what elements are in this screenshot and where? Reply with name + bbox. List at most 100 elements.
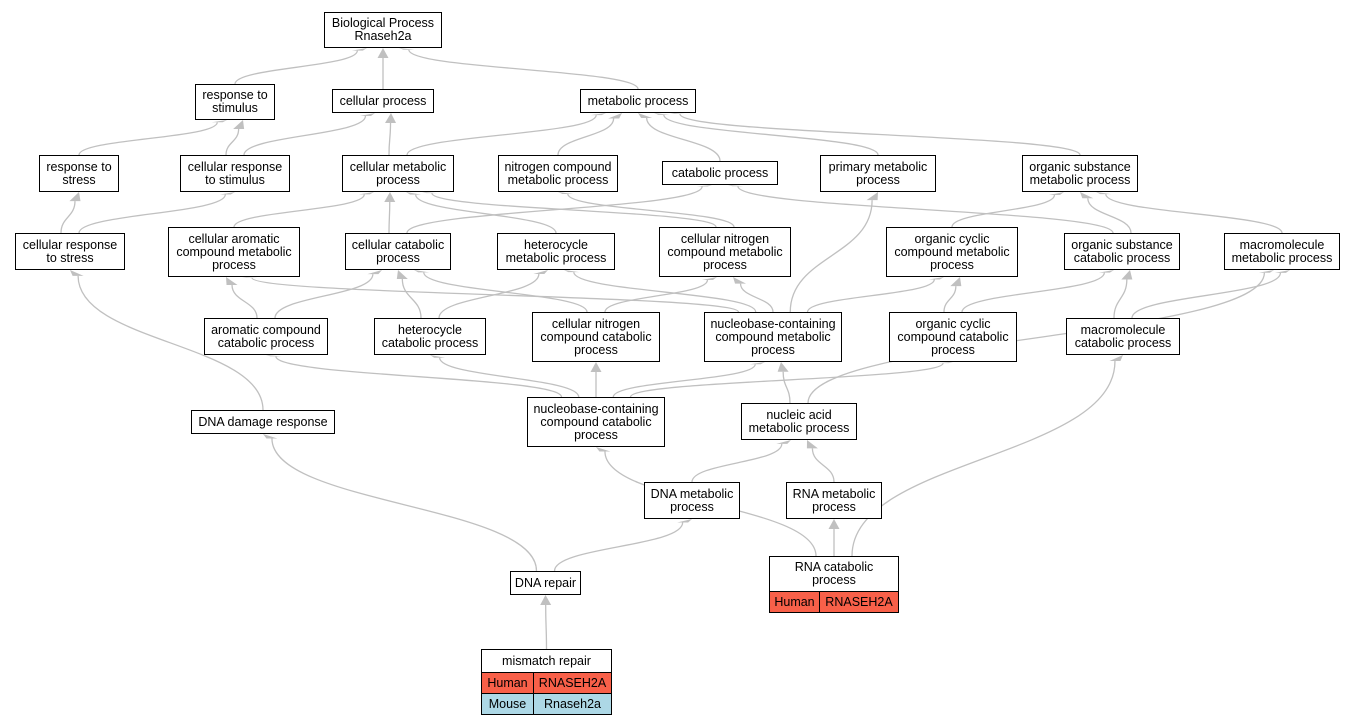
node-title: mismatch repair — [482, 650, 611, 672]
node-cellular-response-to-stress[interactable]: cellular response to stress — [15, 233, 125, 270]
node-label: macromolecule metabolic process — [1231, 237, 1333, 265]
node-nucleobase-containing-compound-catabolic-process[interactable]: nucleobase-containing compound catabolic… — [527, 397, 665, 447]
node-label: nucleobase-containing compound metabolic… — [710, 316, 836, 357]
node-label: RNA metabolic process — [792, 486, 876, 514]
node-label: aromatic compound catabolic process — [211, 322, 321, 350]
edge-cellular_response_to_stress-to-cellular_response_to_stimulus — [78, 194, 226, 234]
edge-dna_metabolic_process-to-nucleic_acid_metabolic_process — [691, 443, 783, 483]
arrowhead-cellular_response_to_stimulus-to-response_to_stimulus — [233, 120, 245, 129]
edge-nucleobase_containing_compound_catabolic_process-to-nucleobase_containing_compound_metabolic_process — [612, 363, 756, 398]
node-mismatch-repair[interactable]: mismatch repair Human RNASEH2A Mouse Rna… — [481, 649, 612, 715]
node-nucleic-acid-metabolic-process[interactable]: nucleic acid metabolic process — [741, 403, 857, 440]
arrowhead-organic_cyclic_compound_metabolic_process-to-organic_substance_metabolic_process — [1048, 192, 1064, 195]
edge-organic_substance_catabolic_process-to-organic_substance_metabolic_process — [1087, 198, 1132, 234]
node-macromolecule-metabolic-process[interactable]: macromolecule metabolic process — [1224, 233, 1340, 270]
node-label: cellular metabolic process — [349, 159, 447, 187]
node-response-to-stimulus[interactable]: response to stimulus — [195, 84, 275, 120]
node-label: cellular nitrogen compound catabolic pro… — [540, 316, 652, 357]
edge-cellular_response_to_stimulus-to-response_to_stimulus — [225, 128, 240, 156]
node-label: catabolic process — [671, 165, 769, 180]
node-primary-metabolic-process[interactable]: primary metabolic process — [820, 155, 936, 192]
arrowhead-heterocycle_catabolic_process-to-cellular_catabolic_process — [396, 270, 408, 280]
edge-nucleobase_containing_compound_metabolic_process-to-organic_cyclic_compound_metabolic_process — [806, 279, 935, 313]
edge-nucleobase_containing_compound_catabolic_process-to-aromatic_compound_catabolic_process — [275, 356, 563, 398]
node-label: heterocycle metabolic process — [505, 237, 607, 265]
node-cellular-aromatic-compound-metabolic-process[interactable]: cellular aromatic compound metabolic pro… — [168, 227, 300, 277]
node-macromolecule-catabolic-process[interactable]: macromolecule catabolic process — [1066, 318, 1180, 355]
node-biological-process-root[interactable]: Biological Process Rnaseh2a — [324, 12, 442, 48]
node-label: RNA catabolic process — [794, 560, 874, 587]
node-label: cellular aromatic compound metabolic pro… — [176, 231, 292, 272]
arrowhead-nucleobase_containing_compound_catabolic_process-to-cellular_nitrogen_compound_catabolic_process — [590, 362, 602, 372]
node-label: cellular catabolic process — [351, 237, 445, 265]
edge-nucleobase_containing_compound_metabolic_process-to-cellular_aromatic_compound_metabolic_process — [251, 277, 740, 313]
edge-rna_catabolic_process-to-macromolecule_catabolic_process — [851, 360, 1116, 557]
node-cellular-nitrogen-compound-metabolic-process[interactable]: cellular nitrogen compound metabolic pro… — [659, 227, 791, 277]
node-cellular-response-to-stimulus[interactable]: cellular response to stimulus — [180, 155, 290, 192]
edge-primary_metabolic_process-to-metabolic_process — [663, 114, 879, 156]
node-nitrogen-compound-metabolic-process[interactable]: nitrogen compound metabolic process — [498, 155, 618, 192]
node-cellular-catabolic-process[interactable]: cellular catabolic process — [345, 233, 451, 270]
edge-nucleic_acid_metabolic_process-to-macromolecule_metabolic_process — [807, 272, 1266, 404]
edge-cellular_metabolic_process-to-cellular_process — [388, 122, 392, 156]
node-metabolic-process[interactable]: metabolic process — [580, 89, 696, 113]
edge-response_to_stress-to-response_to_stimulus — [78, 122, 218, 156]
edge-heterocycle_metabolic_process-to-cellular_metabolic_process — [414, 194, 557, 234]
node-label: response to stimulus — [202, 88, 268, 115]
edge-nucleobase_containing_compound_metabolic_process-to-cellular_nitrogen_compound_metabolic_process — [739, 283, 774, 313]
arrowhead-cellular_metabolic_process-to-metabolic_process — [590, 113, 606, 116]
edge-nucleic_acid_metabolic_process-to-nucleobase_containing_compound_metabolic_process — [782, 371, 791, 404]
node-cellular-process[interactable]: cellular process — [332, 89, 434, 113]
arrowhead-macromolecule_catabolic_process-to-macromolecule_metabolic_process — [1274, 270, 1290, 273]
node-organic-cyclic-compound-catabolic-process[interactable]: organic cyclic compound catabolic proces… — [889, 312, 1017, 362]
edge-organic_substance_catabolic_process-to-catabolic_process — [737, 185, 1114, 234]
node-cellular-nitrogen-compound-catabolic-process[interactable]: cellular nitrogen compound catabolic pro… — [532, 312, 660, 362]
node-organic-cyclic-compound-metabolic-process[interactable]: organic cyclic compound metabolic proces… — [886, 227, 1018, 277]
node-heterocycle-catabolic-process[interactable]: heterocycle catabolic process — [374, 318, 486, 355]
node-rna-catabolic-process[interactable]: RNA catabolic process Human RNASEH2A — [769, 556, 899, 613]
edge-rna_metabolic_process-to-nucleic_acid_metabolic_process — [811, 448, 835, 483]
edge-cellular_nitrogen_compound_catabolic_process-to-cellular_nitrogen_compound_metabolic_process — [604, 279, 709, 313]
arrowhead-nucleic_acid_metabolic_process-to-macromolecule_metabolic_process — [1258, 270, 1274, 273]
arrowhead-nucleobase_containing_compound_metabolic_process-to-primary_metabolic_process — [866, 192, 878, 201]
node-organic-substance-catabolic-process[interactable]: organic substance catabolic process — [1064, 233, 1180, 270]
node-label: cellular nitrogen compound metabolic pro… — [667, 231, 783, 272]
arrowhead-cellular_aromatic_compound_metabolic_process-to-cellular_metabolic_process — [358, 192, 374, 195]
node-organic-substance-metabolic-process[interactable]: organic substance metabolic process — [1022, 155, 1138, 192]
edge-cellular_catabolic_process-to-catabolic_process — [406, 186, 703, 234]
node-dna-metabolic-process[interactable]: DNA metabolic process — [644, 482, 740, 519]
edge-dna_repair-to-dna_metabolic_process — [553, 522, 684, 572]
edge-organic_cyclic_compound_catabolic_process-to-organic_cyclic_compound_metabolic_process — [943, 286, 957, 313]
node-label: response to stress — [46, 159, 112, 187]
arrowhead-cellular_nitrogen_compound_catabolic_process-to-cellular_nitrogen_compound_metabolic_process — [701, 277, 717, 280]
arrowhead-dna_repair-to-dna_damage_response — [263, 434, 278, 439]
gene-label: RNASEH2A — [533, 673, 611, 693]
edge-nitrogen_compound_metabolic_process-to-metabolic_process — [557, 118, 615, 156]
edge-aromatic_compound_catabolic_process-to-cellular_aromatic_compound_metabolic_process — [231, 284, 258, 319]
node-aromatic-compound-catabolic-process[interactable]: aromatic compound catabolic process — [204, 318, 328, 355]
edge-cellular_nitrogen_compound_metabolic_process-to-cellular_metabolic_process — [431, 192, 717, 228]
arrowhead-nucleobase_containing_compound_catabolic_process-to-aromatic_compound_catabolic_process — [266, 355, 282, 357]
edge-macromolecule_catabolic_process-to-organic_substance_catabolic_process — [1113, 279, 1128, 319]
arrowhead-cellular_nitrogen_compound_metabolic_process-to-nitrogen_compound_metabolic_process — [558, 192, 574, 194]
arrowhead-nucleobase_containing_compound_catabolic_process-to-organic_cyclic_compound_catabolic_process — [937, 362, 953, 364]
node-response-to-stress[interactable]: response to stress — [39, 155, 119, 192]
arrowhead-rna_catabolic_process-to-nucleobase_containing_compound_catabolic_process — [596, 447, 611, 452]
gene-label: RNASEH2A — [819, 592, 898, 612]
node-catabolic-process[interactable]: catabolic process — [662, 161, 778, 185]
arrowhead-cellular_metabolic_process-to-cellular_process — [385, 113, 397, 123]
node-cellular-metabolic-process[interactable]: cellular metabolic process — [342, 155, 454, 192]
arrowhead-dna_damage_response-to-cellular_response_to_stress — [70, 270, 84, 276]
node-dna-damage-response[interactable]: DNA damage response — [191, 410, 335, 434]
node-heterocycle-metabolic-process[interactable]: heterocycle metabolic process — [497, 233, 615, 270]
node-rna-metabolic-process[interactable]: RNA metabolic process — [786, 482, 882, 519]
node-nucleobase-containing-compound-metabolic-process[interactable]: nucleobase-containing compound metabolic… — [704, 312, 842, 362]
edge-macromolecule_metabolic_process-to-organic_substance_metabolic_process — [1105, 193, 1283, 234]
node-dna-repair[interactable]: DNA repair — [510, 571, 581, 595]
edge-nucleobase_containing_compound_catabolic_process-to-organic_cyclic_compound_catabolic_process — [629, 362, 944, 398]
node-label: cellular response to stimulus — [187, 159, 283, 187]
edge-aromatic_compound_catabolic_process-to-cellular_catabolic_process — [274, 273, 374, 319]
node-label: mismatch repair — [502, 654, 591, 668]
node-label: nitrogen compound metabolic process — [504, 159, 612, 187]
